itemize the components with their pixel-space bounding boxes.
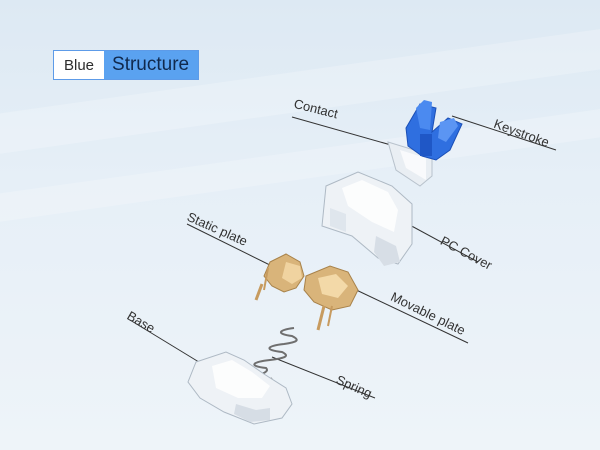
leader-line-spring — [271, 356, 376, 399]
leader-line-movable-plate — [349, 286, 469, 344]
badge-title-label: Structure — [104, 51, 199, 79]
leader-line-keystroke — [451, 115, 557, 151]
base-part — [187, 351, 293, 425]
static-plate-part — [254, 253, 305, 301]
leader-line-static-plate — [186, 223, 281, 271]
keystroke-stem — [405, 100, 463, 161]
leader-line-contact — [291, 116, 399, 148]
movable-plate-part — [303, 265, 359, 331]
badge-variant-label: Blue — [54, 51, 105, 79]
pc-cover-part — [321, 171, 413, 266]
title-badge: Blue Structure — [53, 50, 200, 80]
leader-lines — [129, 115, 557, 399]
